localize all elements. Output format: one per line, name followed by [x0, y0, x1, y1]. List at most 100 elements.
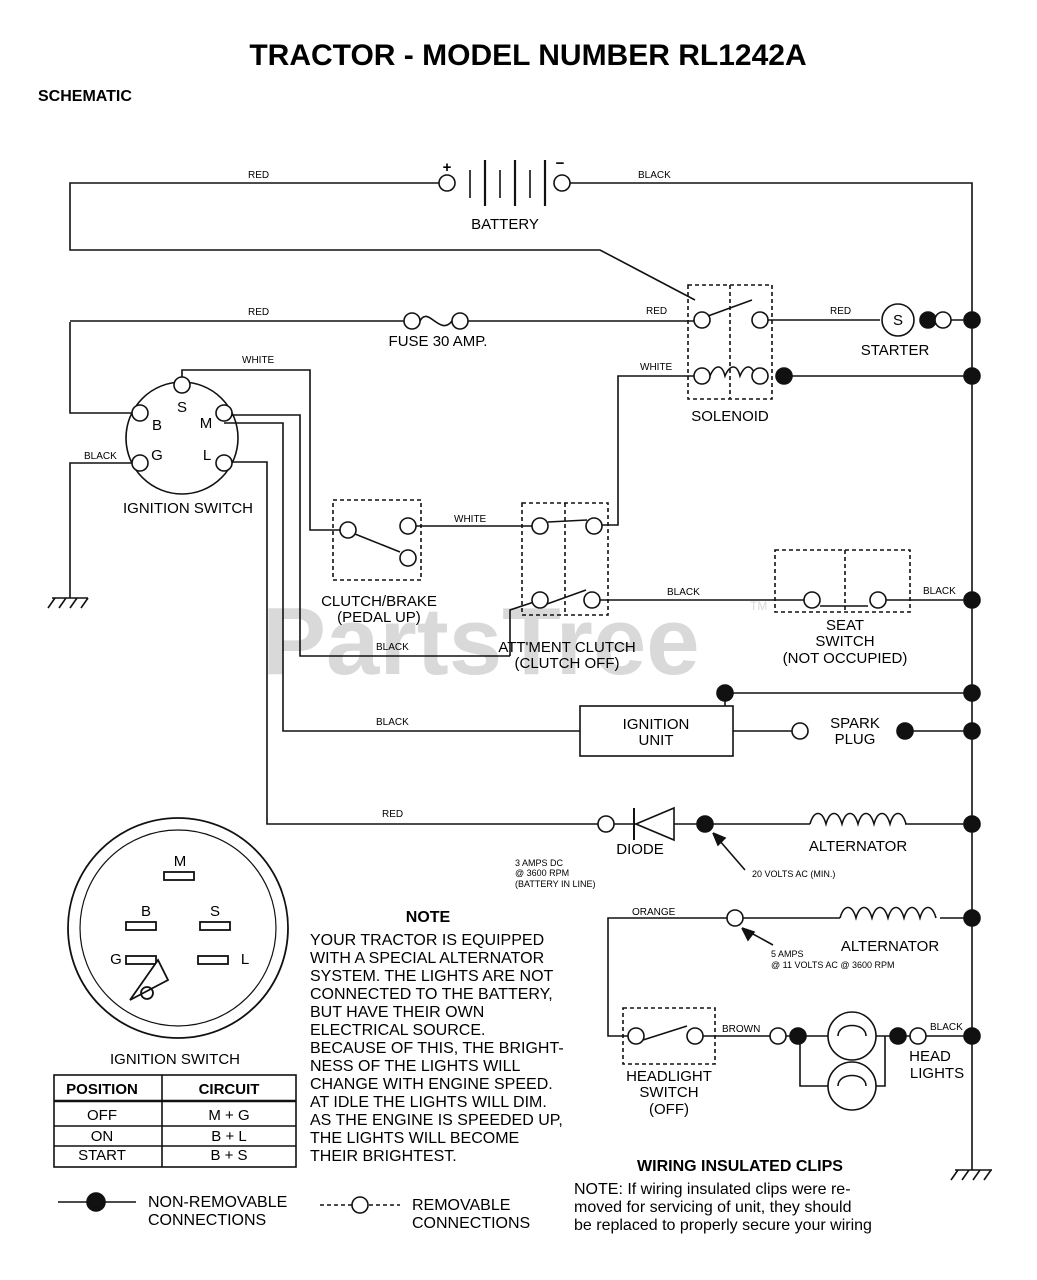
wire-white-solenoid: WHITE	[640, 362, 673, 373]
table-row-off-circuit: M + G	[208, 1107, 249, 1124]
position-table	[53, 1074, 297, 1168]
note-line: AS THE ENGINE IS SPEEDED UP,	[310, 1112, 563, 1129]
legend	[58, 1192, 400, 1214]
table-row-start-position: START	[78, 1147, 126, 1164]
headlights-label-2: LIGHTS	[910, 1065, 964, 1082]
battery-plus: +	[443, 159, 452, 176]
wire-white-ignition: WHITE	[242, 355, 275, 366]
page-title: TRACTOR - MODEL NUMBER RL1242A	[249, 39, 806, 72]
legend-nonremovable-2: CONNECTIONS	[148, 1212, 266, 1229]
seat-label-3: (NOT OCCUPIED)	[783, 650, 908, 667]
alternator-2-rating-2: @ 11 VOLTS AC @ 3600 RPM	[771, 960, 895, 970]
table-row-on-position: ON	[91, 1128, 114, 1145]
ign-detail-m: M	[174, 853, 187, 870]
attment-label-2: (CLUTCH OFF)	[515, 655, 620, 672]
wire-black-top: BLACK	[638, 170, 671, 181]
wire-red-fuse: RED	[248, 307, 269, 318]
wire-black-ignition-unit: BLACK	[376, 717, 409, 728]
ign-detail-caption: IGNITION SWITCH	[110, 1051, 240, 1068]
note-heading: NOTE	[406, 909, 451, 926]
note-line: SYSTEM. THE LIGHTS ARE NOT	[310, 968, 554, 985]
rail-nodes	[716, 311, 981, 1045]
ign-term-g: G	[151, 447, 163, 464]
wire-black-clutch: BLACK	[376, 642, 409, 653]
note-line: CHANGE WITH ENGINE SPEED.	[310, 1076, 553, 1093]
watermark-tm: TM	[750, 599, 767, 613]
battery-symbol	[438, 160, 571, 206]
alternator-2-rating-1: 5 AMPS	[771, 949, 804, 959]
table-row-start-circuit: B + S	[210, 1147, 247, 1164]
alternator-rating: 20 VOLTS AC (MIN.)	[752, 869, 835, 879]
clutch-brake-switch	[332, 499, 422, 581]
legend-nonremovable-1: NON-REMOVABLE	[148, 1194, 287, 1211]
ign-detail-b: B	[141, 903, 151, 920]
ign-term-m: M	[200, 415, 213, 432]
diode-symbol	[597, 806, 714, 842]
wiring	[47, 182, 992, 1181]
battery-minus: −	[556, 155, 565, 172]
alternator-coil	[809, 812, 907, 827]
headlight-switch-label-1: HEADLIGHT	[626, 1068, 712, 1085]
ignition-unit-label-2: UNIT	[639, 732, 674, 749]
solenoid-symbol	[687, 284, 773, 400]
note-line: ELECTRICAL SOURCE.	[310, 1022, 485, 1039]
wire-white-mid: WHITE	[454, 514, 487, 525]
wire-orange: ORANGE	[632, 907, 676, 918]
wire-black-headlights: BLACK	[930, 1022, 963, 1033]
schematic-subtitle: SCHEMATIC	[38, 88, 132, 105]
clips-line-2: moved for servicing of unit, they should	[574, 1199, 851, 1216]
seat-switch	[774, 549, 911, 613]
ign-detail-l: L	[241, 951, 249, 968]
alternator-label: ALTERNATOR	[809, 838, 908, 855]
note-line: CONNECTED TO THE BATTERY,	[310, 986, 553, 1003]
note-line: WITH A SPECIAL ALTERNATOR	[310, 950, 544, 967]
table-row-off-position: OFF	[87, 1107, 117, 1124]
clips-line-3: be replaced to properly secure your wiri…	[574, 1217, 872, 1234]
battery-label: BATTERY	[471, 216, 539, 233]
wire-red-top: RED	[248, 170, 269, 181]
note-line: YOUR TRACTOR IS EQUIPPED	[310, 932, 544, 949]
diode-rating-3: (BATTERY IN LINE)	[515, 879, 596, 889]
attment-clutch-switch	[521, 502, 609, 616]
seat-label-1: SEAT	[826, 617, 864, 634]
solenoid-label: SOLENOID	[691, 408, 769, 425]
wire-red-solenoid: RED	[646, 306, 667, 317]
headlight-switch	[622, 1007, 716, 1065]
clutch-brake-label-2: (PEDAL UP)	[337, 609, 421, 626]
spark-plug-label-1: SPARK	[830, 715, 880, 732]
starter-s: S	[893, 312, 903, 329]
note-line: THE LIGHTS WILL BECOME	[310, 1130, 519, 1147]
table-row-on-circuit: B + L	[211, 1128, 246, 1145]
alternator-2-coil	[726, 906, 937, 927]
ignition-switch-label: IGNITION SWITCH	[123, 500, 253, 517]
note-lines: YOUR TRACTOR IS EQUIPPED WITH A SPECIAL …	[310, 932, 564, 1165]
attment-label-1: ATT'MENT CLUTCH	[498, 639, 635, 656]
wire-red-diode: RED	[382, 809, 403, 820]
note-line: BECAUSE OF THIS, THE BRIGHT-	[310, 1040, 564, 1057]
note-line: AT IDLE THE LIGHTS WILL DIM.	[310, 1094, 547, 1111]
wire-brown: BROWN	[722, 1024, 760, 1035]
wire-red-starter: RED	[830, 306, 851, 317]
headlight-switch-label-2: SWITCH	[639, 1084, 698, 1101]
note-line: BUT HAVE THEIR OWN	[310, 1004, 484, 1021]
ign-term-l: L	[203, 447, 211, 464]
headlight-switch-label-3: (OFF)	[649, 1101, 689, 1118]
legend-removable-2: CONNECTIONS	[412, 1215, 530, 1232]
starter-label: STARTER	[861, 342, 930, 359]
ignition-switch-symbol	[125, 376, 239, 495]
clutch-brake-label-1: CLUTCH/BRAKE	[321, 593, 437, 610]
fuse-symbol	[403, 312, 469, 330]
ign-term-b: B	[152, 417, 162, 434]
fuse-label: FUSE 30 AMP.	[389, 333, 488, 350]
starter-symbol	[881, 303, 937, 337]
headlights-label-1: HEAD	[909, 1048, 951, 1065]
wire-black-mid: BLACK	[667, 587, 700, 598]
wire-black-ground: BLACK	[84, 451, 117, 462]
alternator-2-label: ALTERNATOR	[841, 938, 940, 955]
diode-rating-1: 3 AMPS DC	[515, 858, 564, 868]
ignition-unit	[579, 705, 914, 757]
ign-detail-g: G	[110, 951, 122, 968]
clips-heading: WIRING INSULATED CLIPS	[637, 1158, 843, 1175]
ign-term-s: S	[177, 399, 187, 416]
watermark: PartsTree	[262, 588, 700, 695]
